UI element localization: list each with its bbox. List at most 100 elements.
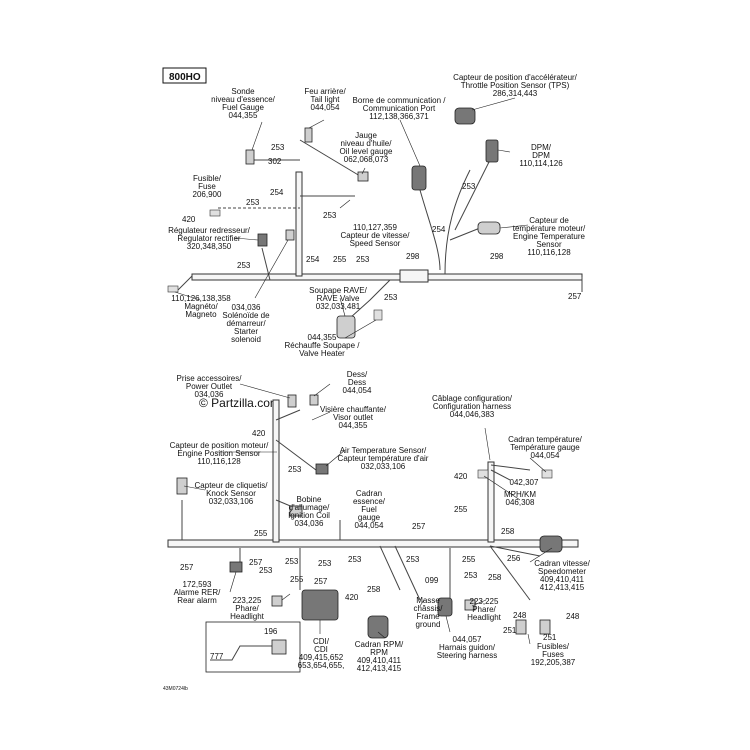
label-line: Bobine: [297, 495, 322, 504]
bottom-branch-ats: [275, 439, 317, 471]
bottom-branch-ground: [394, 545, 421, 601]
label-line: 286,314,443: [493, 89, 538, 98]
top-harness-branch-vertical: [295, 171, 303, 277]
callout: 258: [367, 585, 381, 594]
label-line: Fuse: [198, 182, 216, 191]
label-line: niveau d'essence/: [211, 95, 276, 104]
label-line: 032,033,106: [361, 462, 406, 471]
label-line: Fusible/: [193, 174, 222, 183]
bottom-branch-rpm: [379, 545, 401, 591]
label-line: 032,033,481: [316, 302, 361, 311]
label-line: Starter: [234, 327, 258, 336]
dess-part: [309, 394, 319, 406]
label-line: 653,654,655,: [298, 661, 345, 670]
callout: 253: [259, 566, 273, 575]
bottom-branch-speedo: [489, 545, 541, 557]
callout: 254: [432, 225, 446, 234]
callout: 420: [454, 472, 468, 481]
label-line: 034,036: [232, 303, 261, 312]
label-line: Visor outlet: [333, 413, 374, 422]
callout: 248: [566, 612, 580, 621]
label-line: Solénoïde de: [222, 311, 270, 320]
label-line: Communication Port: [363, 104, 436, 113]
top-branch-port: [419, 189, 441, 271]
label-line: 206,900: [193, 190, 222, 199]
label-line: 044,054: [343, 386, 372, 395]
label-line: Speedometer: [538, 567, 586, 576]
label-line: Cadran température/: [508, 435, 583, 444]
label-line: 223,225: [470, 597, 499, 606]
bottom-branch-dess: [275, 409, 301, 421]
callout: 253: [237, 261, 251, 270]
label-line: RAVE Valve: [317, 294, 360, 303]
bottom-branch-fuses: [489, 545, 531, 601]
knock-sensor-part: [176, 477, 188, 495]
label-line: Fuses: [542, 650, 564, 659]
label-line: 192,205,387: [531, 658, 576, 667]
oil-level-gauge-part: [357, 171, 369, 182]
cdi-detail-connector: [271, 639, 287, 655]
label-line: Jauge: [355, 131, 377, 140]
label-line: RPM: [370, 648, 388, 657]
callout: 253: [406, 555, 420, 564]
callout: 248: [513, 611, 527, 620]
label-line: 044,355: [339, 421, 368, 430]
label-line: Capteur température d'air: [338, 454, 429, 463]
label-line: 110,114,126: [519, 159, 563, 168]
label-line: 032,033,106: [209, 497, 254, 506]
label-line: Harnais guidon/: [439, 643, 496, 652]
callout: 257: [314, 577, 328, 586]
label-line: 044,054: [355, 521, 384, 530]
label-line: 044,054: [531, 451, 560, 460]
label-line: 034,036: [295, 519, 324, 528]
label-line: 044,057: [453, 635, 482, 644]
label-line: Dess: [348, 378, 366, 387]
label-line: essence/: [353, 497, 386, 506]
label-line: Phare/: [472, 605, 496, 614]
top-branch-tps: [444, 169, 471, 275]
label-line: 044,046,383: [450, 410, 495, 419]
label-line: 110,126,138,358: [171, 294, 231, 303]
bottom-harness: [167, 399, 579, 601]
label-line: Speed Sensor: [350, 239, 401, 248]
callout: 256: [507, 554, 521, 563]
callout: 777: [210, 652, 224, 661]
label-line: Cadran RPM/: [355, 640, 404, 649]
label-line: 062,068,073: [344, 155, 389, 164]
label-throttle-position-sensor: Capteur de position d'accélérateur/Throt…: [453, 73, 578, 98]
label-configuration-harness: Câblage configuration/Configuration harn…: [432, 394, 513, 419]
fuse-top-part: [209, 209, 221, 217]
callout: 254: [270, 188, 284, 197]
watermark-text: © Partzilla.com: [199, 396, 280, 410]
callout: 257: [249, 558, 263, 567]
bottom-branch-temp: [490, 464, 531, 471]
tail-light-part: [304, 127, 313, 143]
label-communication-port: Borne de communication /Communication Po…: [353, 96, 447, 121]
top-harness: [177, 139, 583, 319]
label-line: Magneto: [185, 310, 217, 319]
fuses-bottom-part-b: [539, 619, 551, 635]
label-042-307: 042,307: [510, 478, 539, 487]
label-line: Prise accessoires/: [177, 374, 243, 383]
fuses-bottom-part-a: [515, 619, 527, 635]
label-regulator-rectifier: Régulateur redresseur/Regulator rectifie…: [168, 226, 251, 251]
label-line: Réchauffe Soupape /: [284, 341, 360, 350]
label-line: gauge: [358, 513, 381, 522]
label-line: Sonde: [231, 87, 255, 96]
label-line: Engine Position Sensor: [177, 449, 261, 458]
label-line: Fusibles/: [537, 642, 570, 651]
top-parts: [167, 107, 501, 339]
